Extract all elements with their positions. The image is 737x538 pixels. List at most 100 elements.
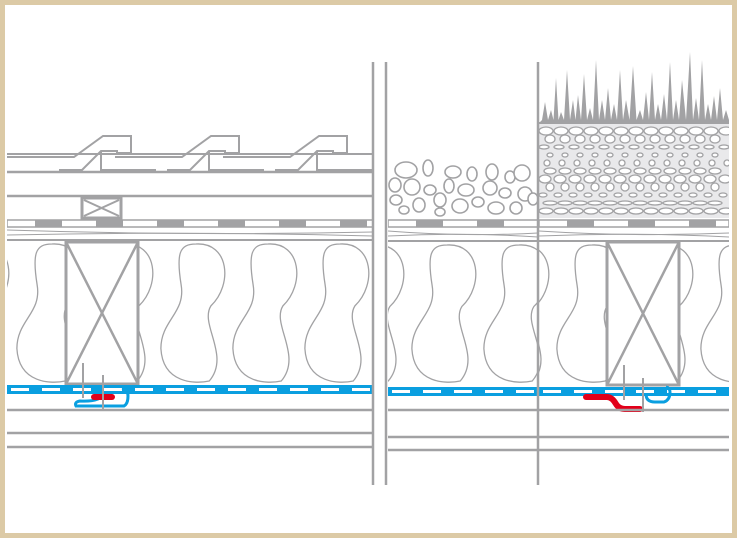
gravel-pebble [485, 163, 499, 181]
substrate-pebble [688, 144, 700, 150]
grass-vegetation [539, 52, 729, 123]
gravel-pebble [422, 159, 434, 177]
gravel-pebble [388, 177, 402, 193]
gravel-pebble [394, 161, 418, 179]
substrate-pebble [613, 126, 629, 136]
substrate-pebble [658, 174, 672, 184]
substrate-pebble [558, 167, 572, 175]
insulation-loop [7, 260, 10, 288]
substrate-pebble [620, 182, 630, 192]
substrate-pebble [658, 207, 674, 215]
substrate-pebble [568, 144, 580, 150]
strip-dash [157, 220, 184, 227]
membrane-dash [135, 388, 153, 391]
membrane-dash [667, 390, 685, 393]
substrate-pebble [587, 200, 603, 206]
substrate-pebble [694, 134, 706, 144]
substrate-pebble [634, 134, 646, 144]
substrate-pebble [703, 174, 717, 184]
substrate-pebble [561, 152, 569, 158]
substrate-pebble [643, 174, 657, 184]
membrane-dash [104, 388, 122, 391]
substrate-pebble [543, 167, 557, 175]
membrane-dash [166, 388, 184, 391]
sealing-tape [583, 394, 643, 412]
substrate-pebble [718, 192, 728, 198]
membrane-dash [605, 390, 623, 393]
substrate-pebble [544, 134, 556, 144]
substrate-pebble [621, 152, 629, 158]
membrane-dash [636, 390, 654, 393]
gravel-pebble [482, 180, 498, 196]
strip-dash [35, 220, 62, 227]
separation-strip [7, 219, 373, 228]
substrate-pebble [613, 207, 629, 215]
membrane-dash [321, 388, 339, 391]
roof-tile-lap [208, 151, 264, 171]
substrate-pebble [678, 159, 686, 167]
roof-tile [223, 135, 348, 171]
substrate-pebble [666, 152, 674, 158]
substrate-pebble [604, 134, 616, 144]
substrate-pebble [688, 126, 704, 136]
substrate-pebble [583, 126, 599, 136]
substrate-pebble [628, 207, 644, 215]
substrate-pebble [628, 174, 642, 184]
substrate-pebble [680, 182, 690, 192]
substrate-pebble [650, 182, 660, 192]
substrate-pebble [633, 159, 641, 167]
substrate-pebble [568, 126, 584, 136]
substrate-pebble [647, 200, 663, 206]
membrane-dash [574, 390, 592, 393]
substrate-pebble [583, 192, 593, 198]
membrane-overlap [644, 385, 672, 404]
membrane-dash [516, 390, 534, 393]
substrate-pebble [542, 200, 558, 206]
substrate-pebble [574, 134, 586, 144]
substrate-pebble [553, 144, 565, 150]
roof-tile [115, 135, 240, 171]
membrane-dash [543, 390, 561, 393]
substrate-pebble [678, 167, 692, 175]
strip-dash [477, 220, 504, 227]
substrate-pebble [718, 174, 729, 184]
substrate-pebble [617, 200, 633, 206]
panel-gravel-roof [388, 159, 538, 452]
roof-tile [7, 135, 132, 171]
gravel-pebble [471, 196, 485, 208]
insulation-loop [411, 244, 477, 383]
substrate-pebble [575, 182, 585, 192]
substrate-pebble [718, 207, 729, 215]
substrate-pebble [703, 144, 715, 150]
insulation-loop [388, 246, 405, 382]
substrate-pebble [681, 152, 689, 158]
separation-strip [388, 219, 538, 228]
membrane-dash [197, 388, 215, 391]
substrate-pebble [695, 182, 705, 192]
substrate-pebble [553, 192, 563, 198]
substrate-pebble [568, 207, 584, 215]
membrane-dash [290, 388, 308, 391]
substrate-pebble [602, 200, 618, 206]
roof-tile-lap [100, 151, 156, 171]
strip-dash [689, 220, 716, 227]
substrate-pebble [603, 167, 617, 175]
vapour-barrier-membrane [539, 387, 729, 396]
membrane-overlap [74, 386, 130, 408]
insulation-loop [483, 244, 538, 383]
substrate-pebble [591, 152, 599, 158]
substrate-pebble [613, 192, 623, 198]
panel-dividers [371, 62, 540, 485]
substrate-pebble [651, 152, 659, 158]
substrate-pebble [539, 126, 554, 136]
substrate-pebble [632, 200, 648, 206]
substrate-pebble [633, 167, 647, 175]
substrate-pebble [573, 159, 581, 167]
membrane-dash [423, 390, 441, 393]
substrate-pebble [618, 159, 626, 167]
substrate-pebble [663, 167, 677, 175]
substrate-pebble [665, 182, 675, 192]
insulation-loop [700, 245, 729, 383]
substrate-pebble [692, 200, 708, 206]
